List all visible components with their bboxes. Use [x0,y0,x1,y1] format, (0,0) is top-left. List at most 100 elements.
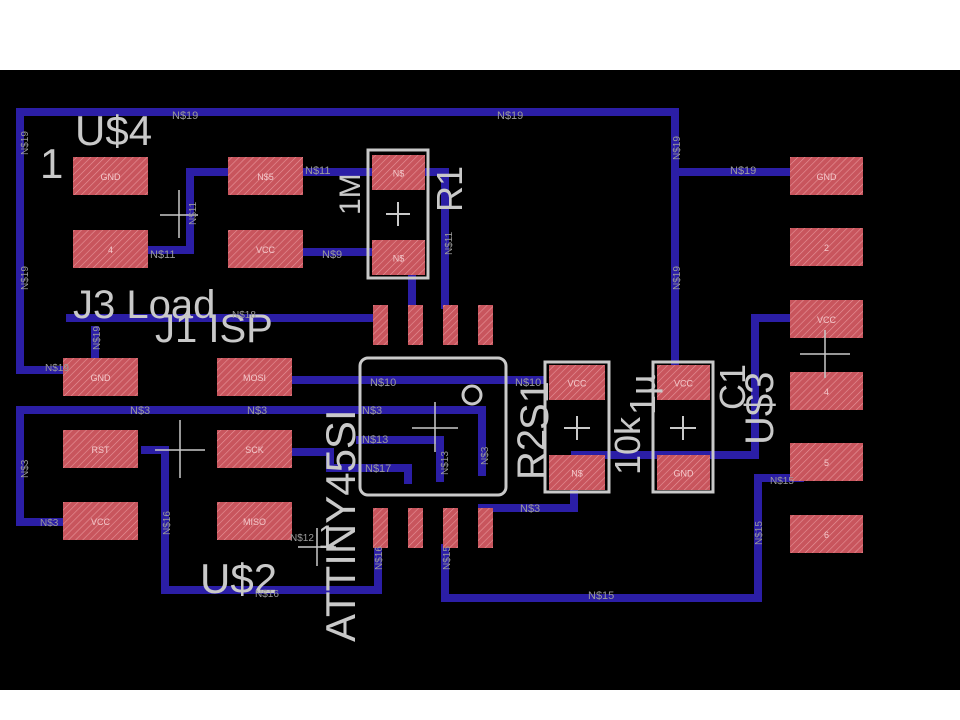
pad-u3-6-label: 6 [824,530,829,540]
pad-u3-2-label: 2 [824,243,829,253]
pad-u3-6 [790,515,863,553]
net-n11-a: N$11 [150,249,175,261]
pad-r2-top [549,365,605,400]
pad-j1-vcc-label: VCC [91,517,111,527]
net-n3-c: N$3 [362,405,382,417]
trace-n17 [291,448,412,484]
trace-n3-ic [356,406,486,476]
pad-r2-bottom-label: N$ [571,469,583,479]
pad-ic-bottom-4 [478,508,493,548]
pad-ic-bottom-1 [373,508,388,548]
net-n19-v2: N$19 [20,266,31,290]
net-n19-v3: N$19 [672,136,683,160]
pad-ic-bottom-2 [408,508,423,548]
c1-outline [651,360,715,494]
net-n19-v1: N$19 [20,131,31,155]
j1-name: J1 ISP [155,307,273,351]
trace-n19-left [16,108,74,374]
j3-name: J3 Load [73,283,215,327]
pad-j1-mosi-label: MOSI [243,373,266,383]
net-n3-v2: N$3 [480,446,491,465]
pad-j1-gnd [63,358,138,396]
net-n3-a: N$3 [130,405,150,417]
pad-c1-top [657,365,710,400]
net-n19-v4: N$19 [672,266,683,290]
pad-u3-1 [790,157,863,195]
origin-u3 [800,330,850,378]
r1-outline [366,148,430,280]
net-n3-v: N$3 [20,459,31,478]
trace-n13 [356,436,444,482]
net-n19-a: N$19 [172,110,198,122]
pad-u3-5 [790,443,863,481]
u3-name: U$3 [738,372,782,445]
net-n18: N$18 [232,310,256,321]
net-n15: N$15 [588,590,614,602]
pad-j1-sck-label: SCK [245,445,264,455]
trace-n11-a [141,168,236,254]
pad-r2-top-label: VCC [567,379,587,389]
net-n16-b: N$16 [255,589,279,600]
ic-name: ATTINY45SI [317,409,364,642]
pad-u3-4 [790,372,863,410]
pad-u3-3-label: VCC [817,315,837,325]
pad-j1-vcc [63,502,138,540]
origin-ic [412,402,458,452]
r2-outline [543,360,611,494]
pad-r2-bottom [549,455,605,490]
net-n9: N$9 [322,249,342,261]
net-n10-b: N$10 [515,377,541,389]
origin-u2 [298,528,336,566]
r1-value: 1M [334,173,367,215]
net-n19-v5: N$19 [92,326,103,350]
pad-u3-1-label: GND [817,172,838,182]
pad-c1-bottom-label: GND [674,469,695,479]
pad-ic-top-3 [443,305,458,345]
net-n19-b: N$19 [497,110,523,122]
net-n3-e: N$3 [520,503,540,515]
net-n15-b: N$15 [770,476,794,487]
pad-r1-bottom [372,240,425,275]
net-n3-d: N$3 [40,518,59,529]
trace-n3-down [16,406,72,526]
ic-outline [358,356,508,497]
trace-n15 [441,474,804,602]
trace-n11-b [296,168,449,309]
pad-j1-mosi [217,358,292,396]
pad-u4-sig [228,157,303,195]
pad-j1-sck [217,430,292,468]
net-n10: N$10 [370,377,396,389]
net-n13: N$13 [362,434,388,446]
net-n11-v: N$11 [188,201,199,225]
pad-ic-top-1 [373,305,388,345]
pad-u3-2 [790,228,863,266]
pad-j1-miso [217,502,292,540]
r-overlap: S1 [513,381,557,430]
trace-n19-top [16,108,679,379]
pad-u3-3 [790,300,863,338]
net-n16: N$16 [162,511,173,535]
ic-pin1: 1 [318,519,336,555]
pad-u4-vcc [228,230,303,268]
net-n19-d: N$19 [45,363,69,374]
ic-pin1-marker [461,384,483,406]
silkscreen-layer [155,148,850,566]
r2-center [564,416,590,440]
net-n19-c: N$19 [730,165,756,177]
net-n16-v: N$16 [374,546,385,570]
pad-r1-top-label: N$ [393,169,405,179]
net-n15-v: N$15 [754,521,765,545]
net-n17: N$17 [365,463,391,475]
pad-c1-top-label: VCC [674,379,694,389]
r1-name: R1 [429,166,470,212]
pad-j1-rst [63,430,138,468]
pad-j1-miso-label: MISO [243,517,266,527]
origin-j1 [155,420,205,478]
pad-ic-top-4 [478,305,493,345]
u2-name: U$2 [200,555,277,602]
pad-u4-4 [73,230,148,268]
pad-j1-gnd-label: GND [91,373,112,383]
pad-ic-bottom-3 [443,508,458,548]
